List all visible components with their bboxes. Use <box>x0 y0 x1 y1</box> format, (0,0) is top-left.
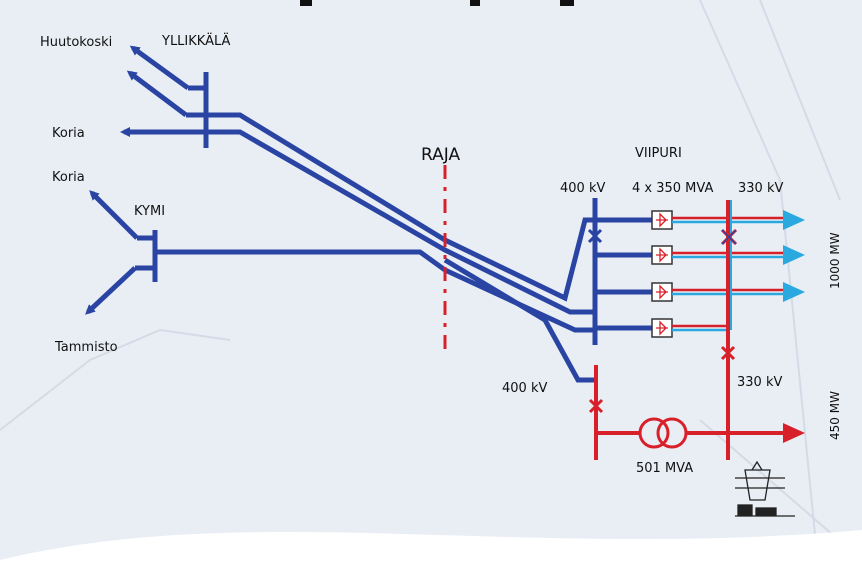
converter-icon <box>652 246 672 264</box>
label-transformer-rating: 501 MVA <box>636 461 693 476</box>
label-330kv-top: 330 kV <box>738 181 783 196</box>
label-koria-mid: Koria <box>52 170 85 185</box>
label-viipuri: VIIPURI <box>635 146 682 161</box>
label-tammisto: Tammisto <box>54 340 118 355</box>
label-koria-top: Koria <box>52 126 85 141</box>
converter-icon <box>652 319 672 337</box>
label-400kv-bottom: 400 kV <box>502 381 547 396</box>
label-1000mw: 1000 MW <box>828 232 842 289</box>
label-huutokoski: Huutokoski <box>40 35 112 50</box>
label-converters: 4 x 350 MVA <box>632 181 713 196</box>
label-330kv-bottom: 330 kV <box>737 375 782 390</box>
converter-icon <box>652 283 672 301</box>
label-400kv-top: 400 kV <box>560 181 605 196</box>
converter-icon <box>652 211 672 229</box>
label-raja: RAJA <box>421 145 460 165</box>
label-yllikkala: YLLIKKÄLÄ <box>161 33 231 49</box>
label-450mw: 450 MW <box>828 391 842 440</box>
label-kymi: KYMI <box>134 204 165 219</box>
